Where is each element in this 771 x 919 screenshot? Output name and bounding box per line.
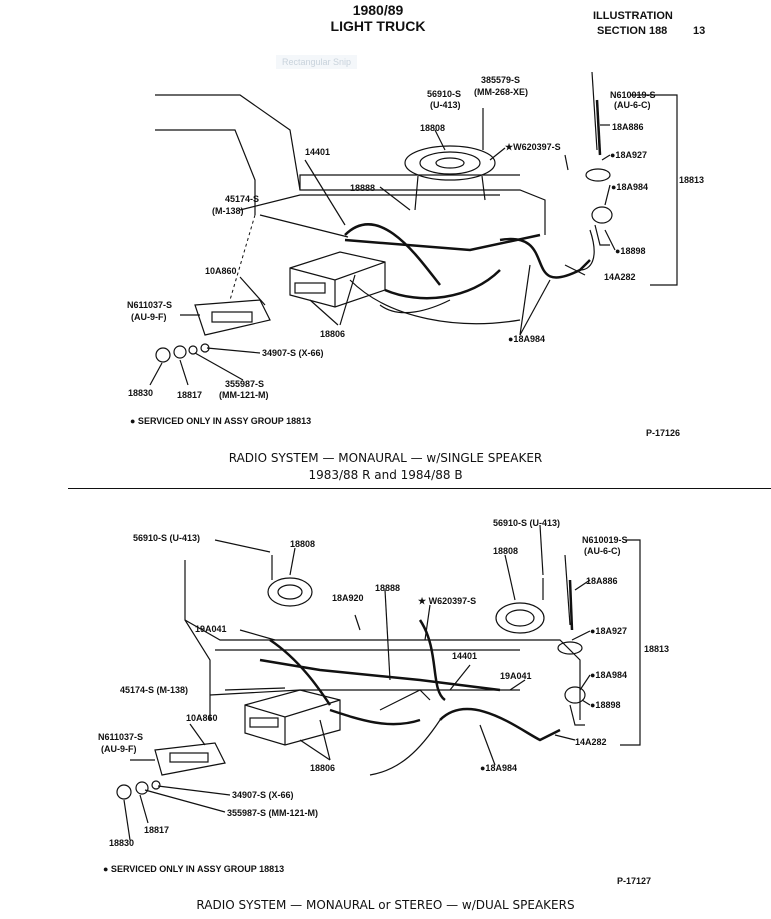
label-56910-s-left: 56910-S (U-413) (133, 533, 201, 543)
label-18a984-bottom: ●18A984 (480, 763, 517, 773)
label-n610019-s: N610019-S (582, 535, 628, 545)
label-355987-s-spec: (MM-121-M) (219, 390, 269, 400)
label-18a927: ●18A927 (590, 626, 627, 636)
label-n610019-s: N610019-S (610, 90, 656, 100)
section-divider (68, 488, 771, 489)
label-34907-s: 34907-S (X-66) (232, 790, 294, 800)
label-14401: 14401 (452, 651, 478, 661)
label-385579-s: 385579-S (481, 75, 521, 85)
top-figure-id: P-17126 (646, 428, 681, 438)
label-n611037-s: N611037-S (98, 732, 144, 742)
bottom-service-note: ● SERVICED ONLY IN ASSY GROUP 18813 (103, 864, 285, 874)
label-n610019-s-spec: (AU-6-C) (614, 100, 651, 110)
bottom-caption-line1: RADIO SYSTEM — MONAURAL or STEREO — w/DU… (196, 898, 575, 912)
top-caption-line1: RADIO SYSTEM — MONAURAL — w/SINGLE SPEAK… (228, 451, 543, 465)
header-section: SECTION 188 (597, 25, 668, 37)
label-18808: 18808 (420, 123, 446, 133)
label-19a041-right: 19A041 (500, 671, 532, 681)
label-n610019-s-spec: (AU-6-C) (584, 546, 621, 556)
label-14401: 14401 (305, 147, 331, 157)
label-45174-s: 45174-S (225, 194, 260, 204)
label-n611037-s-spec: (AU-9-F) (101, 744, 137, 754)
label-355987-s: 355987-S (225, 379, 265, 389)
snip-overlay-text: Rectangular Snip (276, 55, 358, 69)
label-w620397-s: ★ W620397-S (418, 596, 477, 606)
top-caption-line2: 1983/88 R and 1984/88 B (308, 468, 463, 482)
label-18a984-bottom: ●18A984 (508, 334, 545, 344)
header-title: LIGHT TRUCK (330, 18, 426, 34)
label-18a927: ●18A927 (610, 150, 647, 160)
label-385579-s-spec: (MM-268-XE) (474, 87, 529, 97)
label-18813: 18813 (644, 644, 670, 654)
label-18830: 18830 (109, 838, 135, 848)
label-18888: 18888 (375, 583, 401, 593)
header-illustration: ILLUSTRATION (593, 10, 673, 22)
label-18898: ●18898 (590, 700, 621, 710)
label-19a041-left: 19A041 (195, 624, 227, 634)
label-w620397-s: ★W620397-S (505, 142, 561, 152)
header-page-number: 13 (693, 25, 706, 37)
label-56910-s: 56910-S (427, 89, 462, 99)
label-18806: 18806 (320, 329, 346, 339)
label-18808-left: 18808 (290, 539, 316, 549)
label-n611037-s-spec: (AU-9-F) (131, 312, 167, 322)
label-18a984-right: ●18A984 (590, 670, 627, 680)
label-18888: 18888 (350, 183, 376, 193)
label-18a886: 18A886 (586, 576, 618, 586)
top-service-note: ● SERVICED ONLY IN ASSY GROUP 18813 (130, 416, 312, 426)
label-18830: 18830 (128, 388, 154, 398)
label-14a282: 14A282 (575, 737, 607, 747)
label-355987-s: 355987-S (MM-121-M) (227, 808, 319, 818)
label-10a860: 10A860 (205, 266, 237, 276)
header-year: 1980/89 (352, 2, 404, 18)
label-10a860: 10A860 (186, 713, 218, 723)
label-18a920: 18A920 (332, 593, 364, 603)
label-34907-s: 34907-S (X-66) (262, 348, 324, 358)
label-18813: 18813 (679, 175, 705, 185)
label-n611037-s: N611037-S (127, 300, 173, 310)
bottom-figure-id: P-17127 (617, 876, 652, 886)
label-18898: ●18898 (615, 246, 646, 256)
label-18817: 18817 (177, 390, 203, 400)
label-45174-s: 45174-S (M-138) (120, 685, 189, 695)
label-18817: 18817 (144, 825, 170, 835)
label-56910-s-spec: (U-413) (430, 100, 461, 110)
label-45174-s-spec: (M-138) (212, 206, 244, 216)
label-18a886: 18A886 (612, 122, 644, 132)
label-18a984-right: ●18A984 (611, 182, 648, 192)
label-56910-s-right: 56910-S (U-413) (493, 518, 561, 528)
label-14a282: 14A282 (604, 272, 636, 282)
label-18806: 18806 (310, 763, 336, 773)
label-18808-right: 18808 (493, 546, 519, 556)
